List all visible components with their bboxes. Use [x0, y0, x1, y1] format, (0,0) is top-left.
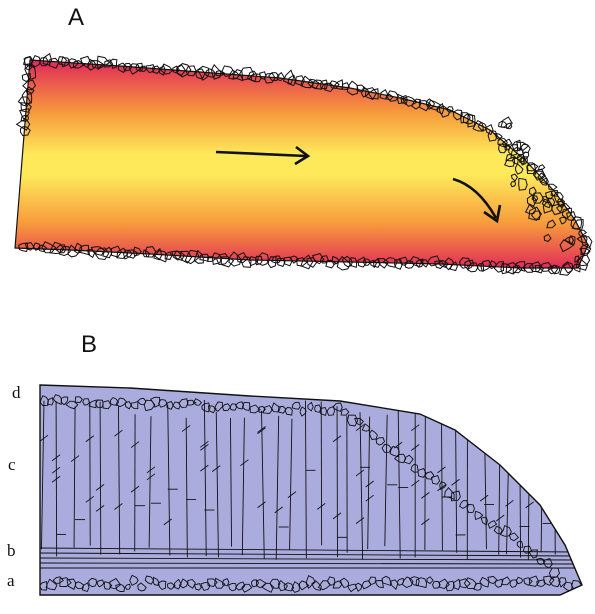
layer-label-a: a	[7, 571, 15, 591]
crust-clast	[517, 142, 529, 150]
joint-hatch	[505, 446, 513, 452]
joint-hatch	[496, 445, 504, 451]
joint-hatch	[480, 430, 488, 436]
layer-label-c: c	[8, 455, 16, 475]
lava-flow-body	[15, 60, 588, 268]
joint-hatch	[526, 444, 534, 450]
crust-clast	[506, 123, 512, 129]
joint-hatch	[480, 429, 488, 435]
panel-label-b: B	[81, 331, 97, 359]
joint-hatch	[526, 465, 534, 471]
layer-label-b: b	[7, 541, 16, 561]
panel-b-section	[39, 385, 582, 595]
joint-hatch	[505, 454, 513, 460]
panel-a-flow	[15, 54, 592, 276]
layer-label-d: d	[12, 383, 21, 403]
panel-label-a: A	[68, 4, 84, 32]
